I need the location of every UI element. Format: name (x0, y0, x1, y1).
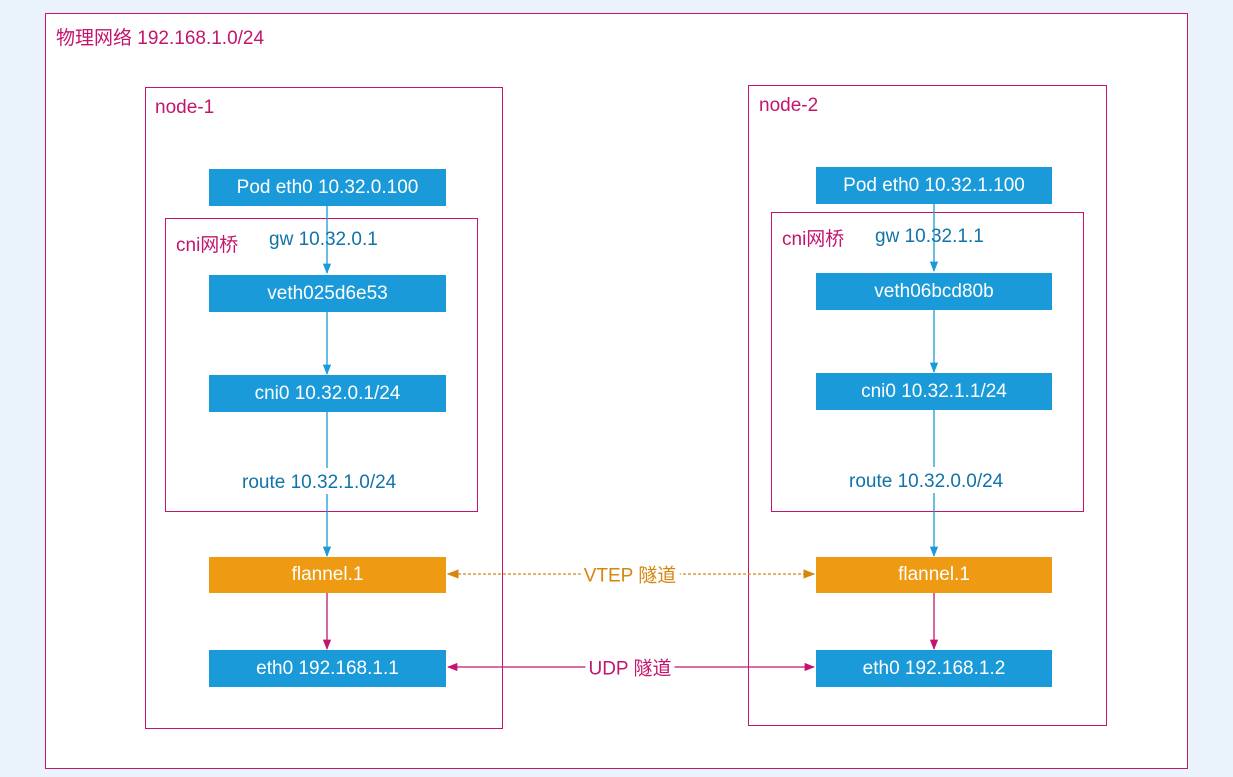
node-2-pod-eth0-box: Pod eth0 10.32.1.100 (816, 167, 1052, 204)
node-2-flannel-box: flannel.1 (816, 557, 1052, 593)
node-1-pod-eth0-box: Pod eth0 10.32.0.100 (209, 169, 446, 206)
node-2-route-label: route 10.32.0.0/24 (849, 471, 1004, 492)
node-1-bridge-label: cni网桥 (176, 235, 239, 256)
vtep-tunnel-label: VTEP 隧道 (580, 560, 680, 588)
node-2-cni0-box: cni0 10.32.1.1/24 (816, 373, 1052, 410)
node-2-veth-box: veth06bcd80b (816, 273, 1052, 310)
node-1-flannel-box: flannel.1 (209, 557, 446, 593)
node-2-eth0-box: eth0 192.168.1.2 (816, 650, 1052, 687)
node-1-route-label: route 10.32.1.0/24 (242, 472, 397, 493)
node-1-cni0-box: cni0 10.32.0.1/24 (209, 375, 446, 412)
node-1-gw-label: gw 10.32.0.1 (269, 229, 378, 250)
udp-tunnel-label: UDP 隧道 (585, 653, 675, 681)
node-2-label: node-2 (759, 95, 819, 116)
node-2-bridge-label: cni网桥 (782, 229, 845, 250)
node-1-label: node-1 (155, 97, 215, 118)
node-1-bridge-frame (165, 218, 478, 512)
node-1-eth0-box: eth0 192.168.1.1 (209, 650, 446, 687)
node-2-bridge-frame (771, 212, 1084, 512)
node-2-gw-label: gw 10.32.1.1 (875, 226, 984, 247)
physical-network-label: 物理网络 192.168.1.0/24 (56, 28, 265, 49)
node-1-veth-box: veth025d6e53 (209, 275, 446, 312)
